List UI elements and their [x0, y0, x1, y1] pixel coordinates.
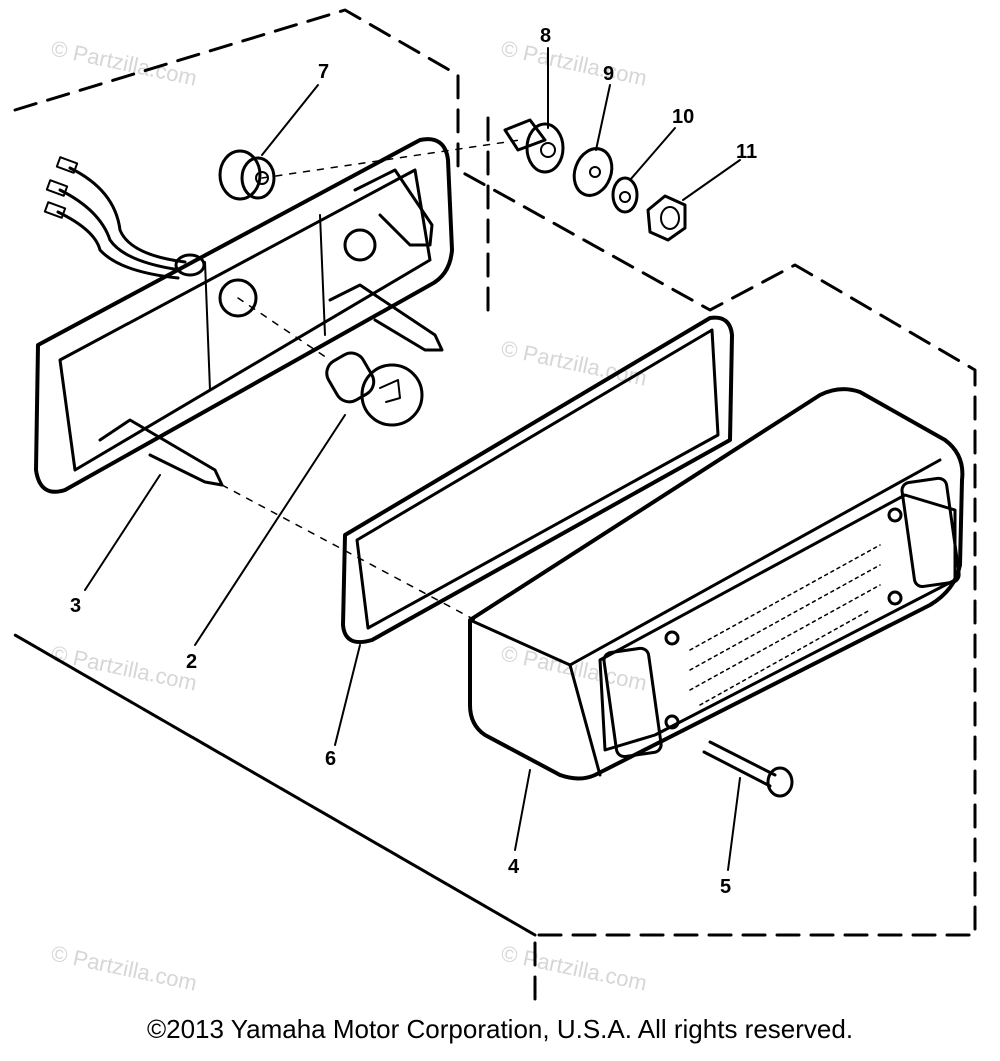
lamp-housing [34, 137, 454, 494]
mounting-boss-left [98, 418, 224, 487]
lens [468, 387, 965, 781]
bulb-socket [218, 278, 258, 318]
lens-reflector-left [602, 646, 663, 759]
leader-line [682, 159, 741, 201]
mounting-boss-top [353, 168, 434, 247]
wiring-harness [43, 156, 206, 280]
callout-number: 7 [318, 61, 329, 83]
callout-number: 10 [672, 106, 694, 128]
bulb [325, 351, 424, 427]
exploded-parts-diagram: © Partzilla.com © Partzilla.com © Partzi… [13, 8, 977, 1007]
callout-number: 6 [325, 748, 336, 770]
stud-bolt [503, 118, 565, 174]
lock-washer [611, 176, 639, 214]
watermark: © Partzilla.com [499, 335, 649, 390]
callout-number: 5 [720, 876, 731, 898]
callout-number: 11 [736, 141, 757, 163]
leader-line [595, 84, 611, 151]
callout-number: 9 [603, 63, 614, 85]
callout-number: 2 [186, 651, 197, 673]
leader-line [514, 769, 531, 851]
leader-line [629, 127, 676, 181]
bulb-socket [343, 228, 377, 262]
callout-labels: 2 3 4 5 6 7 8 9 10 11 [70, 25, 757, 898]
assembly-group-boundary [13, 8, 977, 1007]
leader-line [334, 644, 361, 746]
mounting-boss-right [328, 283, 444, 352]
nut [646, 194, 687, 242]
gasket [341, 315, 734, 645]
screw [702, 740, 794, 798]
lens-reflector-right [900, 476, 961, 589]
leader-line [727, 777, 741, 871]
callout-number: 3 [70, 595, 81, 617]
callout-number: 4 [508, 856, 520, 878]
rubber-grommet [218, 149, 276, 201]
watermark: © Partzilla.com [49, 35, 199, 90]
leader-line [261, 84, 319, 156]
flat-washer [572, 147, 614, 197]
watermark: © Partzilla.com [499, 35, 649, 90]
watermark: © Partzilla.com [499, 940, 649, 995]
watermark: © Partzilla.com [49, 940, 199, 995]
callout-number: 8 [540, 25, 551, 47]
alignment-line [221, 139, 521, 621]
leader-lines [84, 47, 741, 871]
leader-line [194, 414, 346, 646]
wire-grommet [174, 253, 206, 277]
copyright-notice: ©2013 Yamaha Motor Corporation, U.S.A. A… [146, 1014, 854, 1044]
leader-line [84, 474, 161, 591]
